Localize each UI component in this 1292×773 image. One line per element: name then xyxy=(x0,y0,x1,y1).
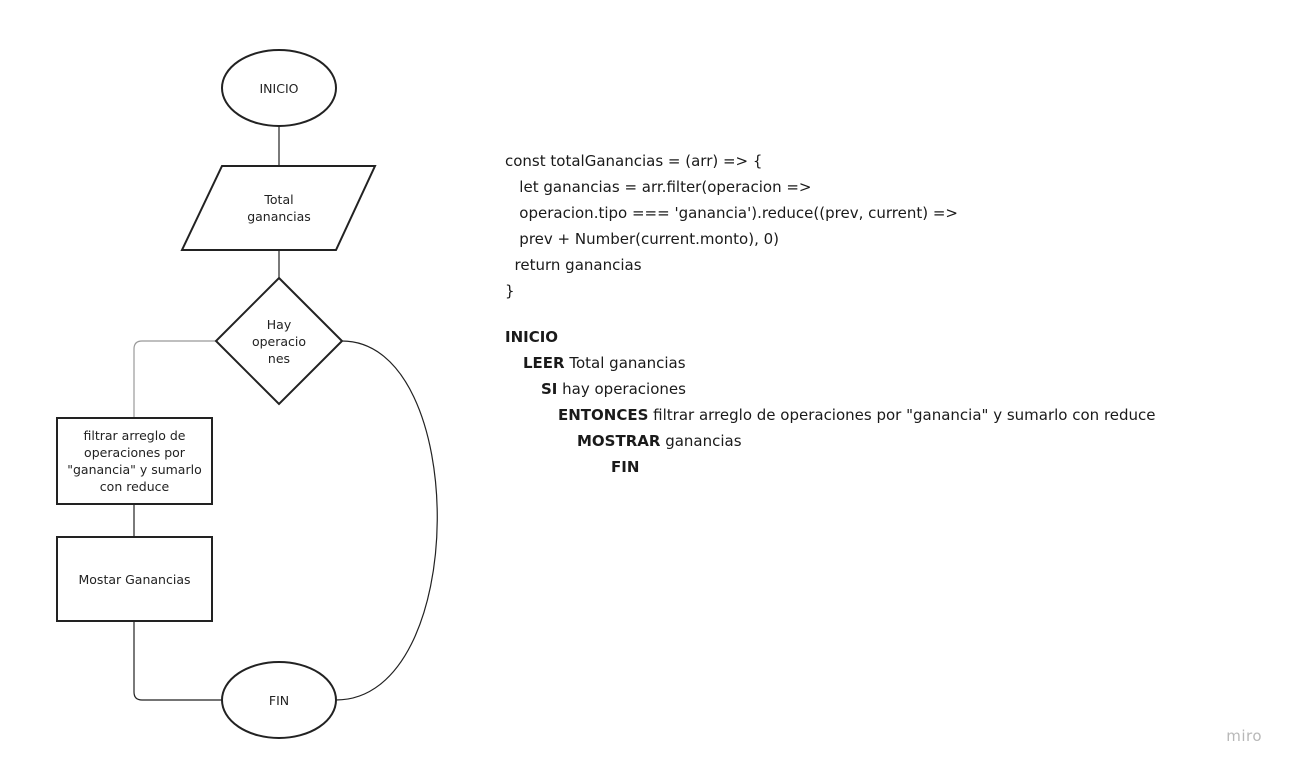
start-label: INICIO xyxy=(259,80,299,96)
process-label-line-1: filtrar arreglo de xyxy=(83,428,186,443)
start-terminal xyxy=(221,49,337,127)
pseudocode-line-entonces: ENTONCES filtrar arreglo de operaciones … xyxy=(505,402,1156,428)
code-block: const totalGanancias = (arr) => { let ga… xyxy=(505,148,958,304)
connector-output-end xyxy=(133,621,222,701)
keyword-mostrar: MOSTRAR xyxy=(577,432,661,450)
code-line: } xyxy=(505,282,515,300)
end-terminal xyxy=(221,661,337,739)
process-label-line-2: operaciones por xyxy=(84,445,185,460)
pseudocode-text: hay operaciones xyxy=(557,380,686,398)
process-label: filtrar arreglo de operaciones por "gana… xyxy=(60,421,209,501)
decision-label: Hay operacio nes xyxy=(234,312,324,370)
keyword-entonces: ENTONCES xyxy=(558,406,649,424)
pseudocode-text: ganancias xyxy=(660,432,742,450)
code-line: prev + Number(current.monto), 0) xyxy=(505,230,779,248)
output-box xyxy=(56,536,213,622)
pseudocode-block: INICIO LEER Total ganancias SI hay opera… xyxy=(505,324,1156,480)
connector-decision-end xyxy=(335,340,438,701)
process-label-line-4: con reduce xyxy=(99,479,170,494)
decision-label-line-2: operacio xyxy=(251,333,307,349)
output-label: Mostar Ganancias xyxy=(78,571,191,587)
end-label: FIN xyxy=(268,692,290,708)
process-label-line-3: "ganancia" y sumarlo xyxy=(67,462,202,477)
pseudocode-text: filtrar arreglo de operaciones por "gana… xyxy=(648,406,1156,424)
keyword-leer: LEER xyxy=(523,354,565,372)
pseudocode-line-fin: FIN xyxy=(505,454,1156,480)
pseudocode-line-mostrar: MOSTRAR ganancias xyxy=(505,428,1156,454)
code-line: operacion.tipo === 'ganancia').reduce((p… xyxy=(505,204,958,222)
keyword-fin: FIN xyxy=(611,458,640,476)
miro-watermark: miro xyxy=(1226,727,1262,745)
input-label-line-1: Total xyxy=(264,192,294,207)
code-line: const totalGanancias = (arr) => { xyxy=(505,152,763,170)
code-line: return ganancias xyxy=(505,256,642,274)
input-label-line-2: ganancias xyxy=(247,209,311,224)
input-parallelogram xyxy=(180,165,377,251)
connector-decision-process xyxy=(133,340,216,418)
keyword-inicio: INICIO xyxy=(505,328,559,346)
code-line: let ganancias = arr.filter(operacion => xyxy=(505,178,812,196)
pseudocode-line-inicio: INICIO xyxy=(505,324,1156,350)
decision-label-line-3: nes xyxy=(267,350,291,366)
pseudocode-line-si: SI hay operaciones xyxy=(505,376,1156,402)
decision-label-line-1: Hay xyxy=(266,316,292,332)
pseudocode-text: Total ganancias xyxy=(564,354,686,372)
input-label: Total ganancias xyxy=(215,186,343,230)
decision-diamond xyxy=(214,276,344,406)
keyword-si: SI xyxy=(541,380,558,398)
process-box xyxy=(56,417,213,505)
pseudocode-line-leer: LEER Total ganancias xyxy=(505,350,1156,376)
